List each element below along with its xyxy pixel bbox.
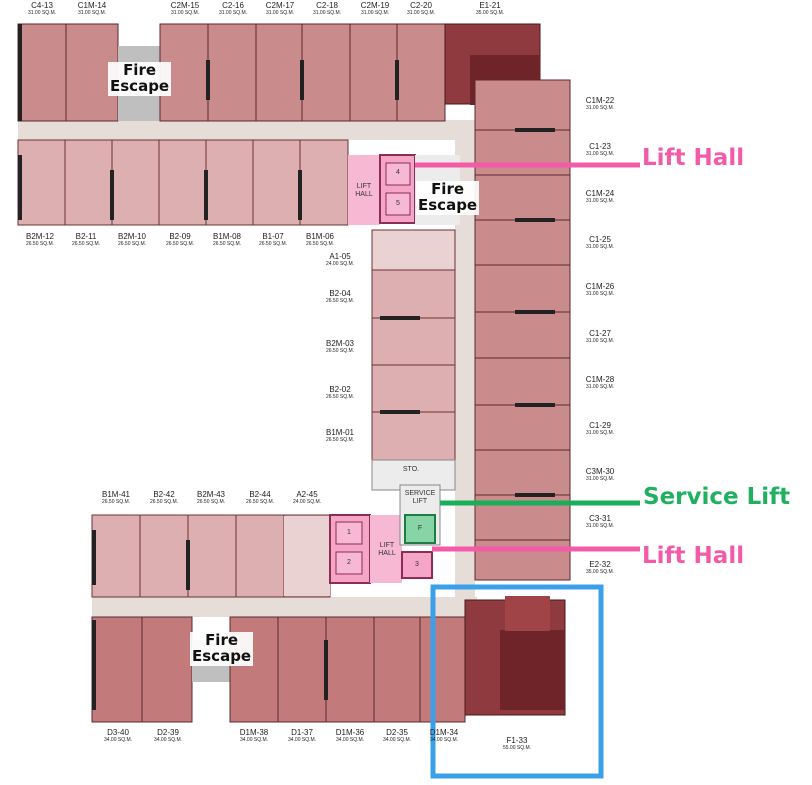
lift-hall-small-upper: LIFT HALL <box>355 183 373 198</box>
fire-escape-label-upper: Fire Escape <box>416 180 480 215</box>
corridor-vertical <box>455 120 475 605</box>
lift-1: 1 <box>347 529 351 536</box>
highlight-box-f1-33 <box>430 584 604 779</box>
lift-hall-tag-upper: Lift Hall <box>642 145 745 171</box>
service-lift-small: SERVICE LIFT <box>404 490 436 505</box>
corridor-top <box>18 120 478 140</box>
fire-escape-label-top: Fire Escape <box>108 61 172 96</box>
lift-hall-tag-lower: Lift Hall <box>642 543 745 569</box>
service-lift-tag: Service Lift <box>643 484 791 510</box>
lift-4: 4 <box>396 169 400 176</box>
b-row-units <box>17 139 349 226</box>
lift-hall-upper <box>348 155 380 225</box>
lift-2: 2 <box>347 559 351 566</box>
sto-label: STO. <box>402 466 420 473</box>
fire-escape-label-bottom: Fire Escape <box>190 631 254 666</box>
lift-3: 3 <box>415 561 419 568</box>
mid-column-units <box>371 229 456 491</box>
corridor-bottom <box>92 597 477 617</box>
lift-hall-lower <box>370 515 402 583</box>
lift-f: F <box>417 525 423 532</box>
lift-5: 5 <box>396 200 400 207</box>
lower-b-row-units <box>91 514 331 598</box>
top-row-units <box>17 23 541 122</box>
lift-hall-small-lower: LIFT HALL <box>378 542 396 557</box>
